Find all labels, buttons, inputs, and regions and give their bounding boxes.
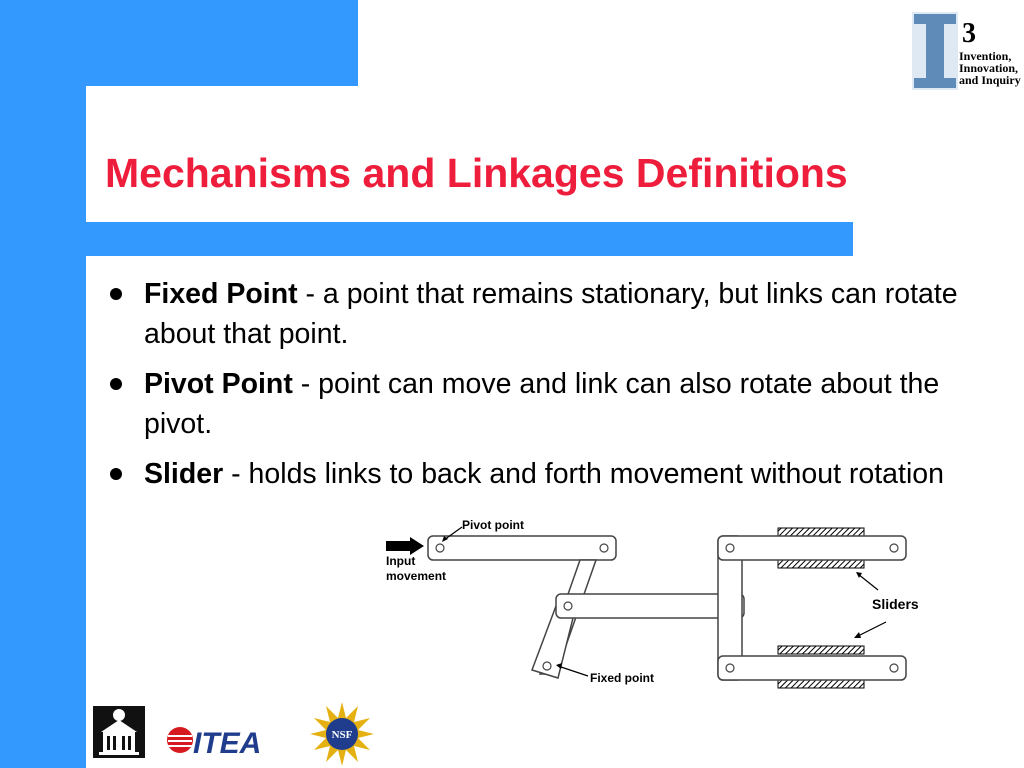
link-input [427, 535, 617, 561]
pointer-arrowhead [556, 663, 562, 669]
nsf-logo: NSF [310, 702, 374, 766]
pointer-arrowhead [856, 572, 862, 578]
bullet-term: Pivot Point [144, 368, 293, 400]
divider-band [86, 222, 853, 256]
itea-label: ITEA [193, 727, 261, 760]
bullet-dot [110, 288, 122, 300]
bullet-dot [110, 468, 122, 480]
link-middle [555, 593, 745, 619]
pivot-hole [725, 543, 735, 553]
i3-logo-graphic: 3 [912, 12, 976, 90]
pointer-line [443, 526, 463, 541]
label-movement: movement [386, 569, 446, 583]
i3-superscript: 3 [962, 18, 976, 49]
itea-logo: ITEA [167, 727, 261, 760]
slide-title: Mechanisms and Linkages Definitions [105, 150, 848, 196]
pointer-line [857, 573, 879, 591]
bullet-term: Slider [144, 458, 224, 490]
slider-guide [777, 645, 865, 655]
label-pivot-point: Pivot point [462, 518, 524, 532]
i3-logo-text: Invention, Innovation, and Inquiry [959, 50, 1021, 86]
pivot-hole [563, 601, 573, 611]
bullet-slider: Slider - holds links to back and forth m… [105, 454, 965, 494]
i3-line-3: and Inquiry [959, 73, 1021, 87]
label-fixed-point: Fixed point [590, 671, 654, 685]
pivot-hole [435, 543, 445, 553]
i3-logo: 3 Invention, Innovation, and Inquiry [912, 12, 1021, 94]
linkage-diagram: Pivot point Input movement Fixed point S… [386, 518, 919, 689]
slider-guide [777, 527, 865, 537]
link-slider-bottom [717, 655, 907, 681]
fixed-hole [542, 661, 552, 671]
pivot-hole [889, 543, 899, 553]
building-logo-icon [93, 706, 145, 758]
bullet-term: Fixed Point [144, 278, 298, 310]
definition-list: Fixed Point - a point that remains stati… [105, 274, 965, 504]
bullet-text: - point can move and link can also rotat… [144, 368, 940, 440]
i3-line-2: Innovation, [959, 61, 1019, 75]
i3-line-1: Invention, [959, 49, 1012, 63]
input-arrow-icon [386, 537, 424, 555]
bullet-fixed-point: Fixed Point - a point that remains stati… [105, 274, 965, 354]
pointer-line [557, 665, 589, 677]
background-blue-left [0, 0, 86, 768]
footer-logos: ITEA NSF [93, 702, 374, 766]
pointer-line [857, 621, 887, 637]
nsf-label: NSF [332, 729, 353, 741]
link-slider-top [717, 535, 907, 561]
bullet-dot [110, 378, 122, 390]
pivot-hole [725, 663, 735, 673]
slider-guide [777, 559, 865, 569]
label-sliders: Sliders [872, 596, 919, 612]
pivot-hole [599, 543, 609, 553]
pointer-arrowhead [854, 632, 861, 638]
background-blue-top [0, 0, 358, 86]
title-panel [86, 86, 886, 222]
bullet-text: - a point that remains stationary, but l… [144, 278, 958, 350]
content-panel [86, 256, 1024, 768]
slider-guide [777, 679, 865, 689]
bullet-text: - holds links to back and forth movement… [223, 458, 944, 490]
pivot-hole [889, 663, 899, 673]
bullet-pivot-point: Pivot Point - point can move and link ca… [105, 364, 965, 444]
label-input: Input [386, 554, 415, 568]
pointer-arrowhead [442, 536, 448, 542]
